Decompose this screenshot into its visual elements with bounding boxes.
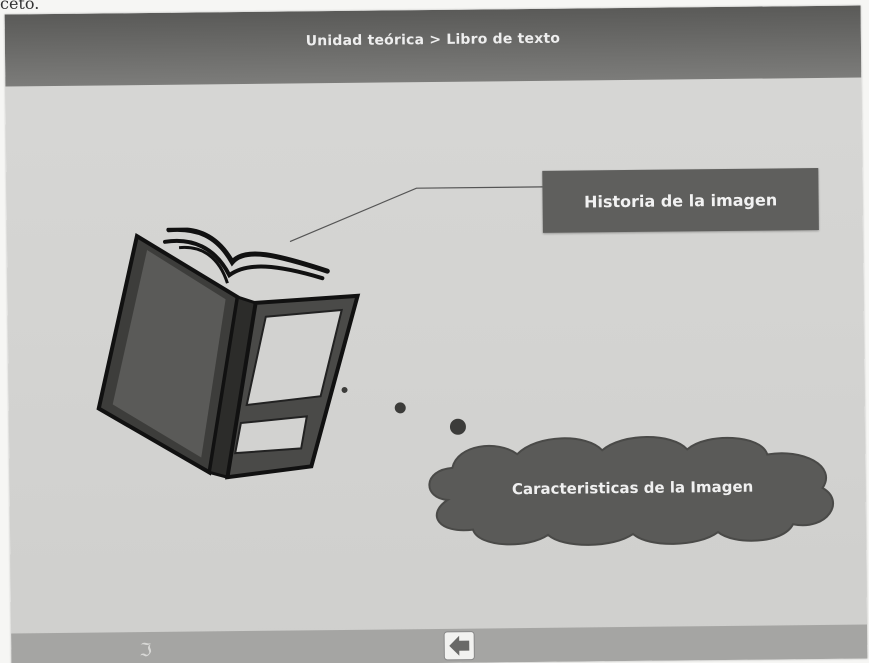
navigation-arrow-icon[interactable]: [443, 631, 475, 661]
thought-dot-small: [341, 386, 348, 393]
slide-footer: ℑ: [11, 624, 868, 663]
image-characteristics-cloud-button[interactable]: Caracteristicas de la Imagen: [417, 426, 848, 550]
book-icon: [96, 226, 361, 480]
footer-mark: ℑ: [139, 639, 152, 662]
history-of-image-button[interactable]: Historia de la imagen: [542, 167, 819, 233]
slide: Unidad teórica > Libro de texto Historia…: [4, 5, 868, 663]
corner-text-fragment: ceto.: [0, 0, 40, 13]
page-title: Unidad teórica > Libro de texto: [305, 30, 561, 50]
thought-dot-medium: [394, 402, 406, 414]
slide-header: Unidad teórica > Libro de texto: [4, 5, 862, 87]
cloud-label: Caracteristicas de la Imagen: [511, 477, 754, 499]
cloud-shape: [428, 436, 835, 546]
